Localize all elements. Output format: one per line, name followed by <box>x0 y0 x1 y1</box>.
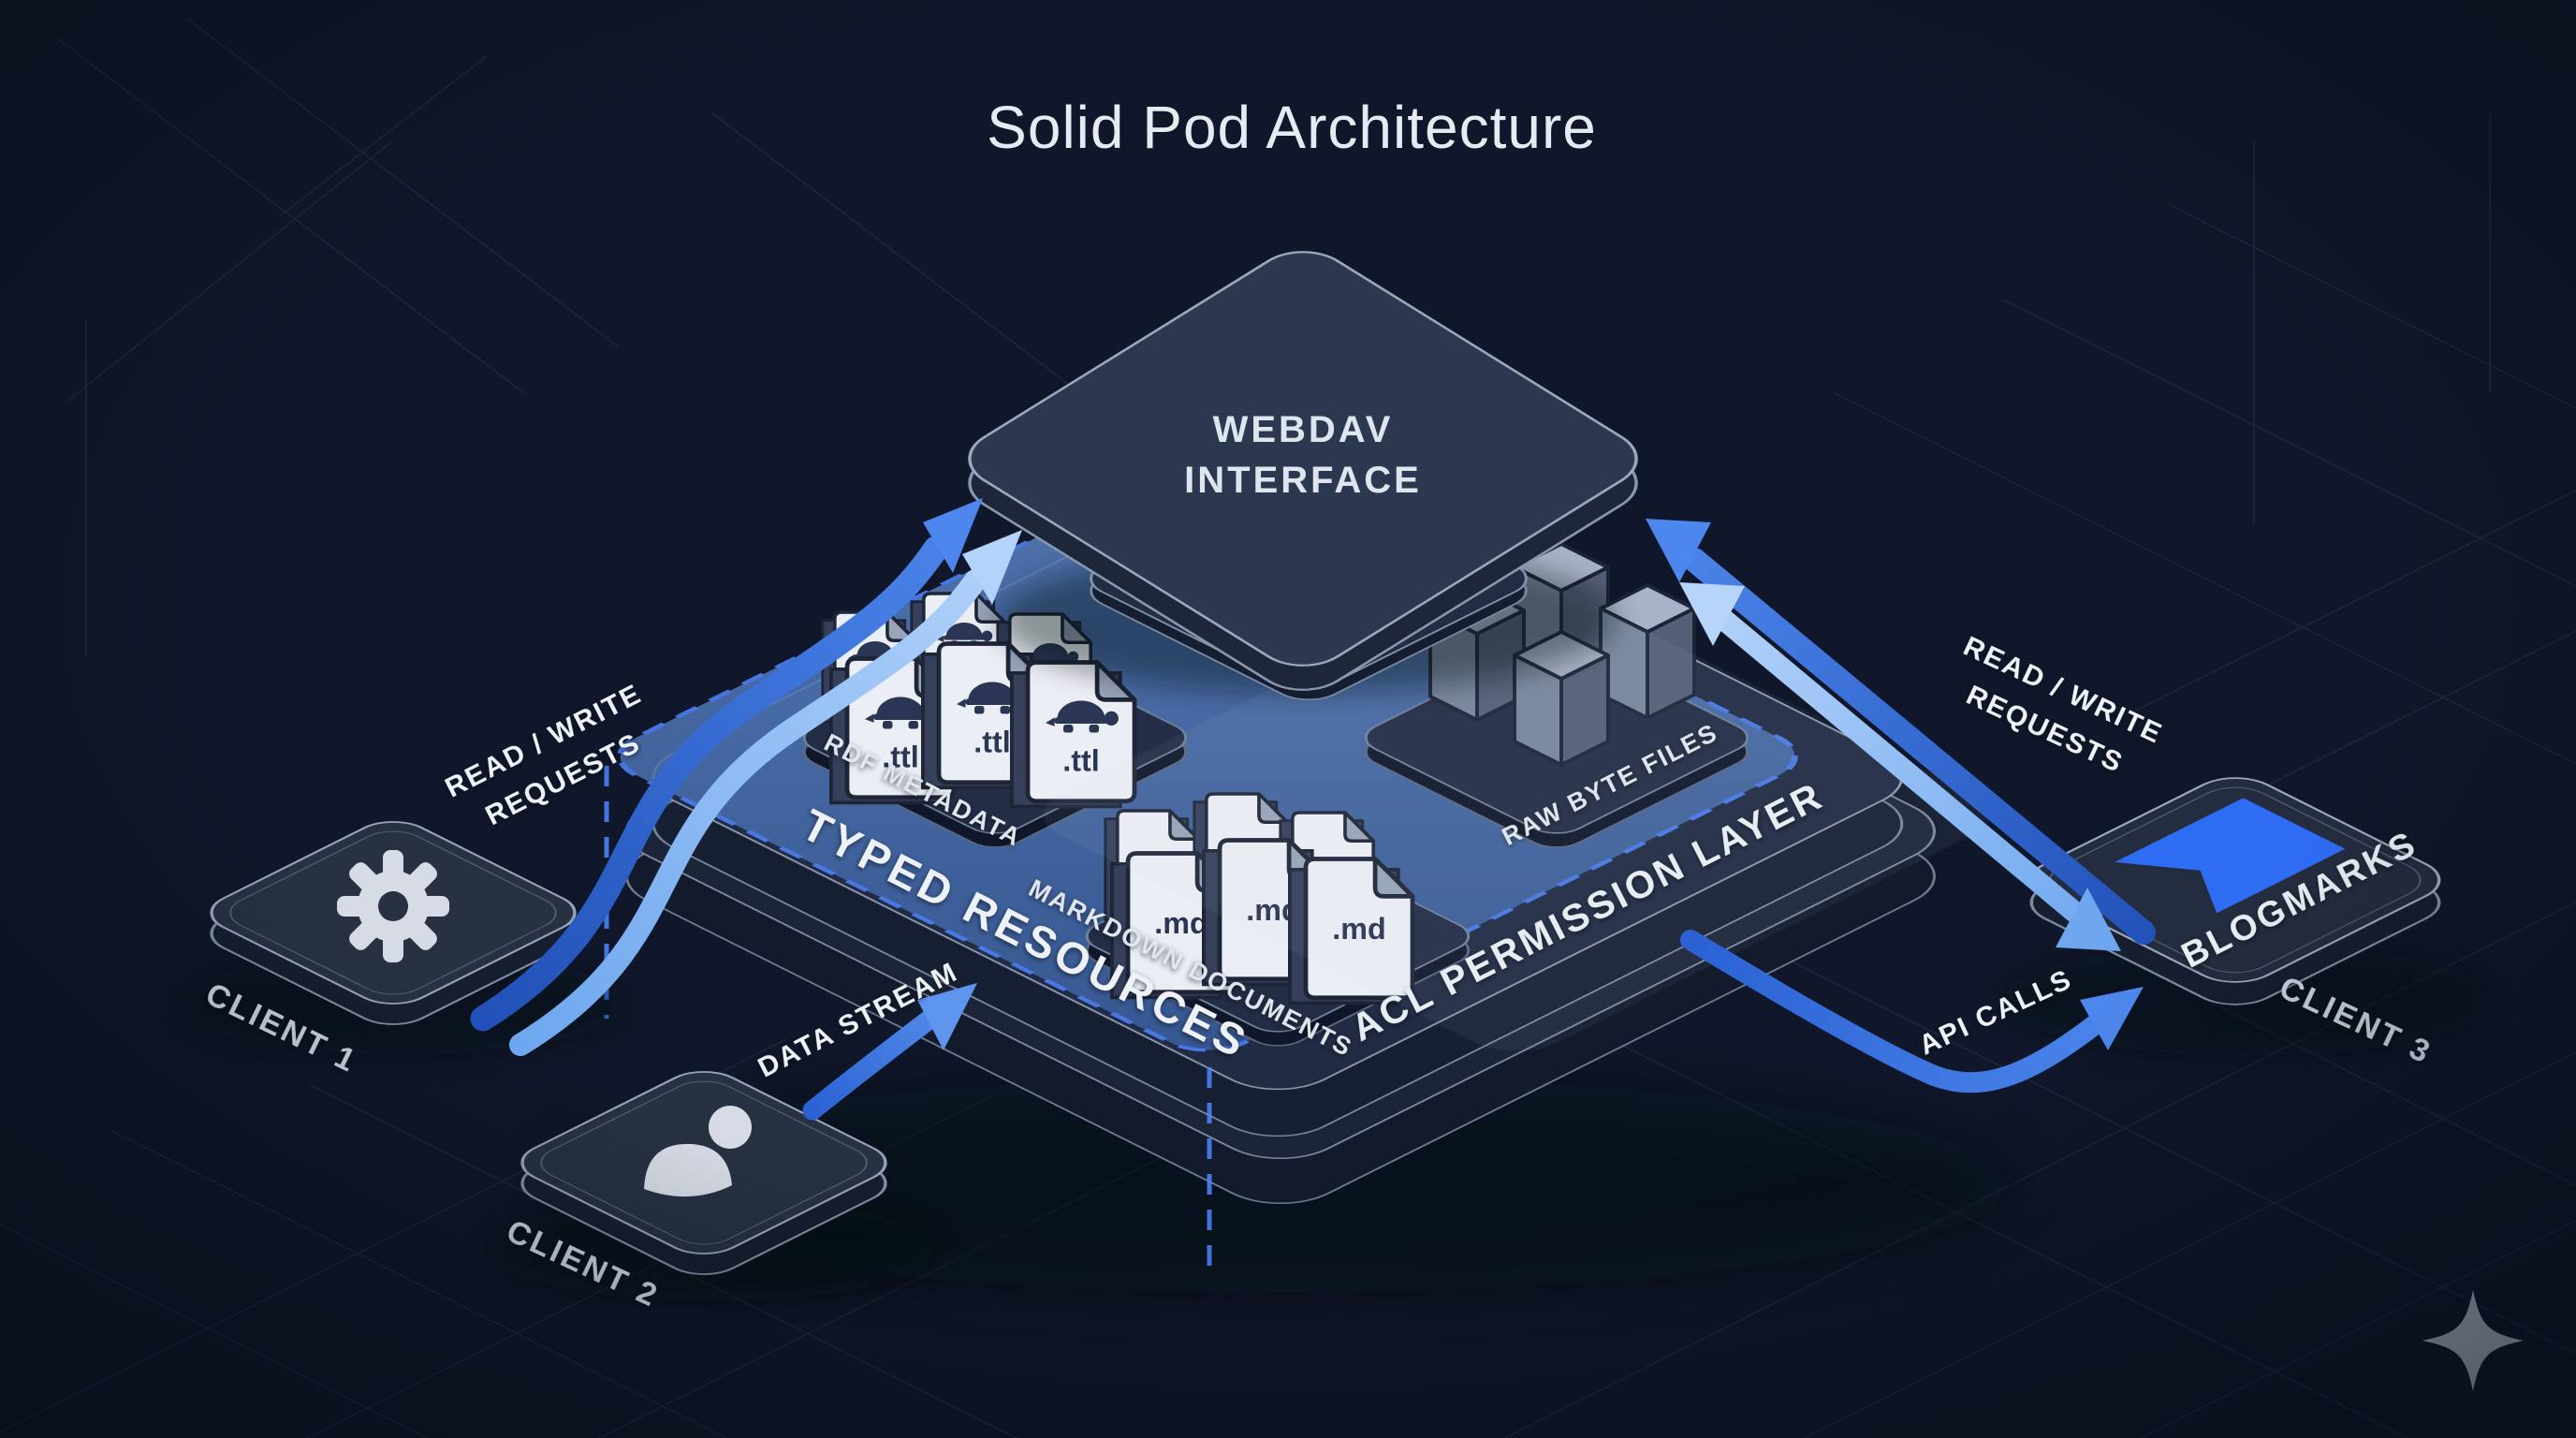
webdav-label-line2: INTERFACE <box>1184 460 1422 501</box>
ttl-label: .ttl <box>973 725 1010 758</box>
page-title: Solid Pod Architecture <box>987 94 1597 161</box>
md-label: .md <box>1154 906 1208 940</box>
gear-icon <box>337 850 449 962</box>
ttl-label: .ttl <box>1062 743 1099 777</box>
webdav-label-line1: WEBDAV <box>1213 409 1394 450</box>
